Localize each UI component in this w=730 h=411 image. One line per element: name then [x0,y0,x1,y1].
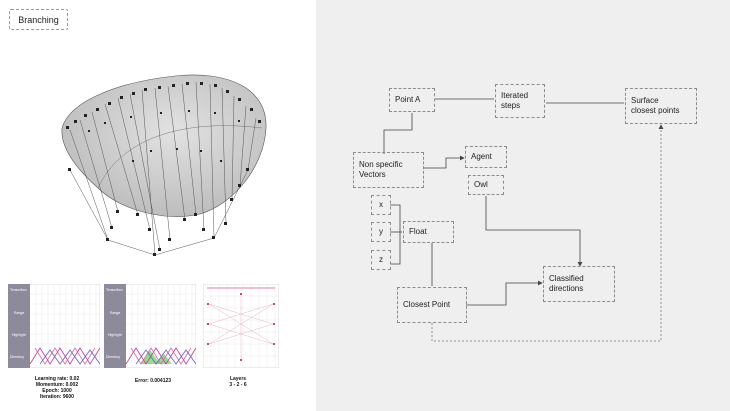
panel-3-caption: Layers 3 - 2 - 6 [229,376,247,388]
left-panel: Branching [0,0,316,411]
training-panel-1: Tensorflow Range Highlight Directory [8,284,100,368]
node-owl: Owl [468,175,504,195]
svg-text:Tensorflow: Tensorflow [10,288,27,292]
node-z: z [371,250,391,270]
training-panel-3 [203,284,279,368]
svg-text:Directory: Directory [106,355,120,359]
svg-text:Highlight: Highlight [108,333,122,337]
diagram-connectors [383,98,664,342]
node-non-specific-vectors: Non specific Vectors [353,152,424,188]
branching-tag: Branching [9,9,68,30]
support-struts [69,81,257,256]
node-y: y [371,222,391,242]
diagram-area: Point A Iterated steps Surface closest p… [316,0,730,411]
node-agent: Agent [465,146,507,168]
svg-text:Directory: Directory [10,355,24,359]
node-point-a: Point A [389,88,435,112]
point-cloud-render [61,74,267,256]
node-float: Float [403,221,454,243]
node-iterated-steps: Iterated steps [495,84,545,118]
panel-1-caption: Learning rate: 0.02 Momentum: 0.002 Epoc… [34,376,80,400]
svg-text:Highlight: Highlight [12,333,26,337]
svg-text:Range: Range [110,311,120,315]
svg-text:Tensorflow: Tensorflow [106,288,123,292]
node-x: x [371,195,391,215]
svg-text:Range: Range [14,311,24,315]
vertex-points [66,82,261,256]
node-classified-directions: Classified directions [543,266,615,302]
shell-inner-curve [97,125,263,189]
node-surface-closest-points: Surface closest points [625,88,697,124]
node-closest-point: Closest Point [397,287,467,323]
training-panel-2: Tensorflow Range Highlight Directory [104,284,196,368]
panel-2-caption: Error: 0.004123 [134,378,172,384]
